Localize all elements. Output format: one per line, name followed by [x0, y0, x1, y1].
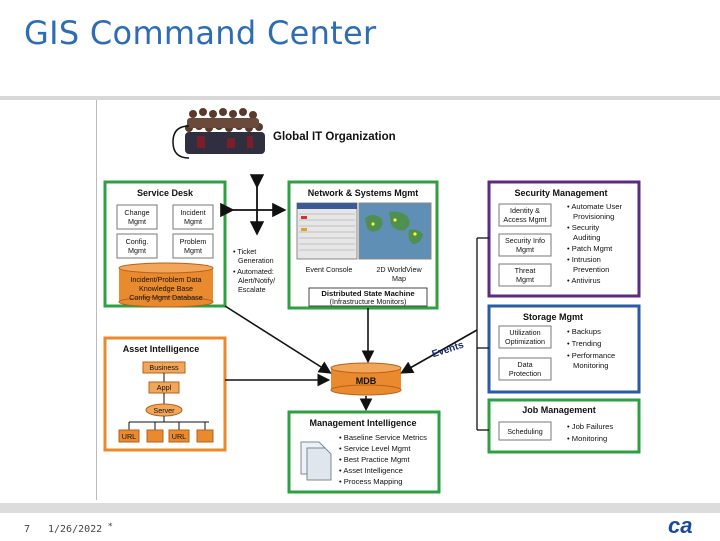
mgmt-intel-bullet: • Baseline Service Metrics — [339, 433, 427, 442]
network-systems-panel: Network & Systems Mgmt Event Console 2D … — [287, 180, 439, 310]
storage-mgmt-panel: Storage Mgmt Utilization Optimization Da… — [487, 304, 641, 394]
ticket-note-2: Generation — [238, 256, 274, 265]
job-title: Job Management — [522, 405, 596, 415]
ca-logo: ca — [666, 513, 706, 541]
incident-mgmt-label-2: Mgmt — [184, 217, 202, 226]
db-label-3: Config Mgmt Database — [129, 293, 203, 302]
appl-label: Appl — [157, 383, 172, 392]
problem-mgmt-label: Problem — [180, 237, 207, 246]
db-label-2: Knowledge Base — [139, 284, 193, 293]
security-bullet: • Intrusion — [567, 255, 601, 264]
security-bullet: • Automate User — [567, 202, 622, 211]
mgmt-intel-bullet: • Best Practice Mgmt — [339, 455, 410, 464]
config-mgmt-label: Config. — [126, 237, 149, 246]
identity-label: Identity & — [510, 206, 540, 215]
document-icon — [300, 441, 332, 481]
change-mgmt-label: Change — [124, 208, 149, 217]
top-divider — [0, 96, 720, 100]
bottom-divider — [0, 503, 720, 513]
security-bullet: • Security — [567, 223, 599, 232]
data-protection-label-2: Protection — [509, 369, 541, 378]
world-map-icon — [358, 202, 432, 260]
event-console-label: Event Console — [306, 265, 353, 274]
database-cylinder-icon — [118, 262, 214, 308]
mgmt-intel-bullet: • Asset Intelligence — [339, 466, 403, 475]
security-title: Security Management — [514, 188, 607, 198]
state-machine-label: Distributed State Machine — [321, 289, 414, 298]
automated-note-3: Escalate — [238, 285, 266, 294]
management-intelligence-panel: Management Intelligence • Baseline Servi… — [287, 410, 441, 494]
service-desk-panel: Service Desk Change Mgmt Incident Mgmt C… — [103, 180, 227, 308]
mgmt-intel-title: Management Intelligence — [309, 418, 416, 428]
security-info-label: Security Info — [505, 236, 545, 245]
job-bullet: • Monitoring — [567, 434, 607, 443]
page-number: 7 — [24, 524, 31, 535]
security-bullet: • Antivirus — [567, 276, 601, 285]
ticket-note-1: • Ticket — [233, 247, 256, 256]
change-mgmt-label-2: Mgmt — [128, 217, 146, 226]
events-label: Events — [431, 339, 466, 360]
automated-note-1: • Automated: — [233, 267, 274, 276]
problem-mgmt-label-2: Mgmt — [184, 246, 202, 255]
security-info-label-2: Mgmt — [516, 245, 534, 254]
security-bullet: Provisioning — [573, 212, 614, 221]
org-title: Global IT Organization — [273, 131, 396, 143]
config-mgmt-label-2: Mgmt — [128, 246, 146, 255]
mdb-database: MDB — [330, 362, 402, 396]
architecture-diagram: Global IT Organization Service Desk Chan… — [96, 100, 643, 500]
storage-bullet: Monitoring — [573, 361, 608, 370]
data-protection-label: Data — [517, 360, 532, 369]
job-management-panel: Job Management Scheduling • Job Failures… — [487, 398, 641, 454]
worldview-label: 2D WorldView — [376, 265, 422, 274]
footer-mark: * — [108, 522, 113, 532]
job-bullet: • Job Failures — [567, 422, 613, 431]
identity-label-2: Access Mgmt — [503, 215, 546, 224]
state-machine-sub: (Infrastructure Monitors) — [330, 297, 407, 306]
footer-date: 1/26/2022 — [48, 524, 103, 535]
asset-title: Asset Intelligence — [123, 344, 200, 354]
storage-bullet: • Trending — [567, 339, 601, 348]
scheduling-label: Scheduling — [507, 427, 543, 436]
server-label: Server — [153, 406, 175, 415]
security-management-panel: Security Management Identity & Access Mg… — [487, 180, 641, 298]
storage-title: Storage Mgmt — [523, 312, 583, 322]
slide-title: GIS Command Center — [24, 14, 377, 52]
automated-note-2: Alert/Notify/ — [238, 276, 275, 285]
asset-intelligence-panel: Asset Intelligence Business Appl Server … — [103, 336, 227, 452]
security-bullet: Auditing — [573, 233, 600, 242]
event-console-screenshot-icon — [296, 202, 358, 260]
url-label: URL — [122, 432, 136, 441]
mgmt-intel-bullet: • Process Mapping — [339, 477, 402, 486]
logo-text: ca — [668, 513, 692, 537]
incident-mgmt-label: Incident — [180, 208, 205, 217]
utilization-label-2: Optimization — [505, 337, 545, 346]
map-label: Map — [392, 274, 406, 283]
security-bullet: Prevention — [573, 265, 609, 274]
threat-label-2: Mgmt — [516, 275, 534, 284]
service-desk-title: Service Desk — [137, 188, 194, 198]
business-label: Business — [149, 363, 179, 372]
storage-bullet: • Backups — [567, 327, 601, 336]
security-bullet: • Patch Mgmt — [567, 244, 613, 253]
mgmt-intel-bullet: • Service Level Mgmt — [339, 444, 411, 453]
mdb-label: MDB — [356, 376, 377, 386]
db-label-1: Incident/Problem Data — [130, 275, 201, 284]
url-label: URL — [172, 432, 186, 441]
network-title: Network & Systems Mgmt — [308, 188, 419, 198]
storage-bullet: • Performance — [567, 351, 615, 360]
people-crowd-icon — [185, 108, 265, 154]
utilization-label: Utilization — [509, 328, 540, 337]
threat-label: Threat — [515, 266, 536, 275]
